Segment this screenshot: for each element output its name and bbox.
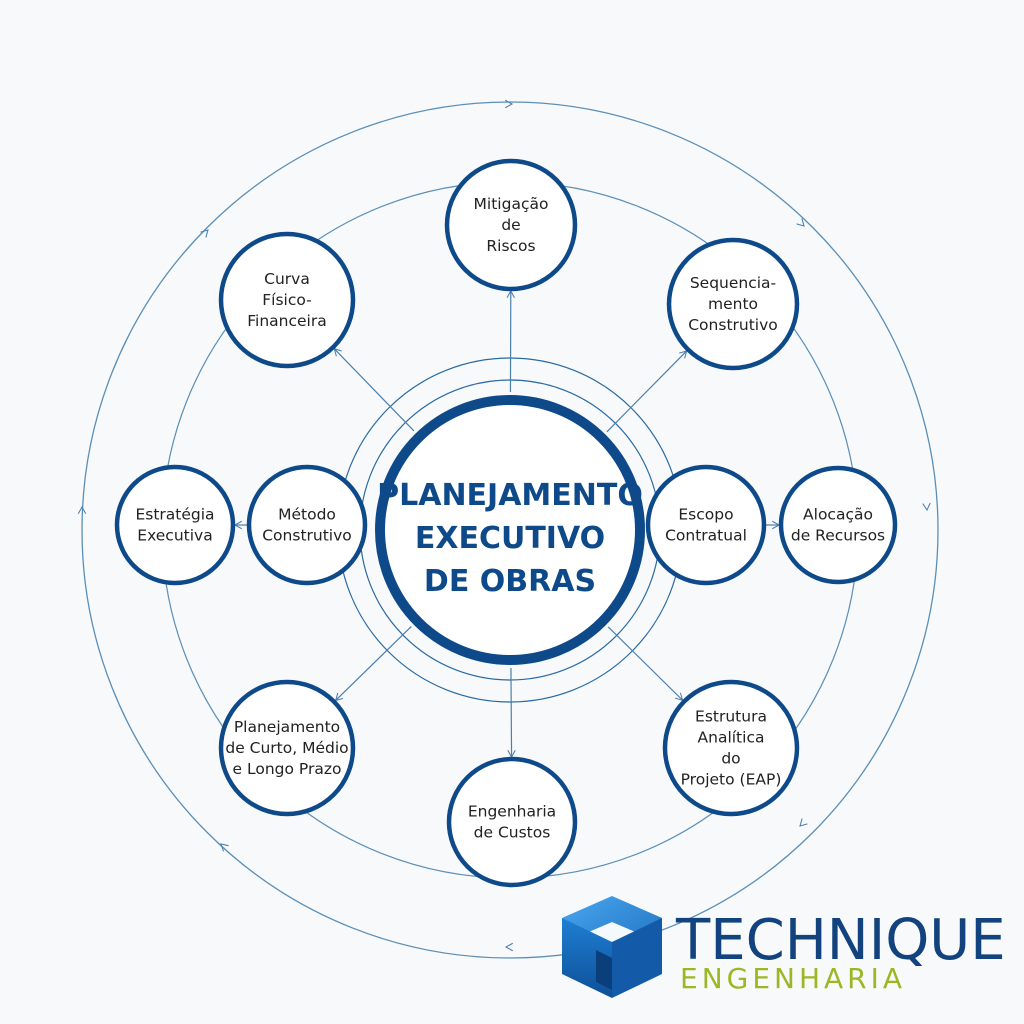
node-circle [666,237,800,371]
node-label-line: Método [278,506,336,524]
center-title-line-3: DE OBRAS [424,564,596,599]
node-label-line: Projeto (EAP) [681,771,782,789]
node-label-line: Escopo [678,506,733,524]
node-label-line: Planejamento [234,718,340,736]
center-title-line-2: EXECUTIVO [415,521,605,556]
node-circle [246,464,368,586]
logo-name: TECHNIQUE [675,908,1006,973]
node-label-line: Físico- [262,291,312,309]
node-circle [662,679,800,817]
node-circle [778,465,898,585]
node-label-line: Sequencia- [690,274,776,292]
node-label-line: Mitigação [474,195,549,213]
node-label-line: de Custos [474,824,551,842]
node-label-line: Estrutura [695,708,767,726]
connector-arrow-planejamento-de-prazo [334,626,412,702]
cycle-arrow-icon [796,218,805,227]
center-node: PLANEJAMENTO EXECUTIVO DE OBRAS [375,395,645,665]
node-label-line: Contratual [665,527,747,545]
node-label-line: do [721,750,740,768]
node-label-line: Riscos [486,237,535,255]
node-circle [218,231,356,369]
node-planejamento-de-prazo: Planejamento de Curto, Médio e Longo Prazo [218,679,356,817]
node-engenharia-de-custos: Engenharia de Custos [446,756,578,888]
node-circle [446,756,578,888]
node-circle [218,679,356,817]
logo-subtitle: ENGENHARIA [680,962,906,995]
node-label-line: Curva [264,270,310,288]
node-label-line: Alocação [803,506,873,524]
node-label-line: Engenharia [468,803,556,821]
node-alocacao-de-recursos: Alocação de Recursos [778,465,898,585]
node-label-line: Executiva [137,527,212,545]
node-label-line: e Longo Prazo [233,760,342,778]
node-label-line: Estratégia [135,506,214,524]
node-label-line: Construtivo [262,527,352,545]
node-label-line: mento [708,295,758,313]
node-circle [114,464,236,586]
node-label-line: Financeira [247,312,326,330]
node-circle [444,158,578,292]
connector-arrow-sequenciamento-construtivo [606,350,688,433]
connector-arrow-curva-fisico-financeira [333,348,415,432]
technique-logo: TECHNIQUE ENGENHARIA [562,896,1006,998]
cycle-arrow-icon [220,843,229,852]
outer-cycle [77,99,939,959]
cycle-arrow-icon [799,818,808,827]
connectors [233,289,781,759]
node-label-line: de Recursos [791,527,885,545]
node-label-line: Analítica [698,729,765,747]
nodes-layer: MitigaçãodeRiscosSequencia-mentoConstrut… [114,158,898,888]
center-title-line-1: PLANEJAMENTO [377,478,643,513]
node-label-line: de Curto, Médio [225,739,348,757]
node-label-line: de [501,216,520,234]
node-label-line: Construtivo [688,316,778,334]
connector-arrow-engenharia-de-custos [507,667,516,759]
connector-arrow-estrutura-analitica-do-projeto [607,626,684,702]
cube-logo-icon [562,896,662,998]
cycle-arrow-icon [922,502,931,512]
node-circle [645,464,767,586]
